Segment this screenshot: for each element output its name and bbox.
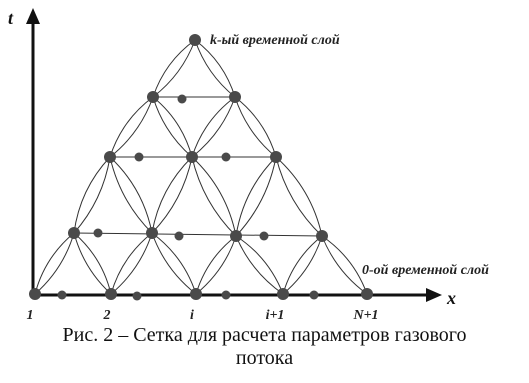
grid-arc bbox=[152, 96, 193, 158]
grid-node bbox=[146, 227, 158, 239]
grid-arc bbox=[235, 235, 284, 295]
grid-arc bbox=[151, 232, 197, 295]
grid-node bbox=[29, 288, 41, 300]
grid-arc bbox=[151, 156, 193, 234]
grid-arc bbox=[151, 156, 193, 234]
grid-midpoint-node bbox=[309, 290, 319, 300]
grid-arc bbox=[235, 156, 277, 237]
grid-arc bbox=[151, 232, 197, 295]
grid-lines bbox=[34, 39, 368, 295]
grid-node bbox=[186, 151, 198, 163]
grid-midpoint-node bbox=[174, 231, 184, 241]
grid-arc bbox=[152, 96, 193, 158]
grid-node bbox=[270, 151, 282, 163]
grid-node bbox=[277, 288, 289, 300]
grid-node bbox=[104, 151, 116, 163]
grid-node bbox=[229, 91, 241, 103]
grid-midpoint-node bbox=[177, 94, 187, 104]
grid-arc bbox=[152, 39, 196, 98]
grid-arc bbox=[234, 96, 277, 158]
grid-node bbox=[230, 230, 242, 242]
grid-arc bbox=[282, 235, 323, 295]
grid-node bbox=[189, 34, 201, 46]
grid-arc bbox=[275, 156, 323, 237]
x-tick-label-i-plus-1: i+1 bbox=[266, 308, 285, 323]
grid-arc bbox=[73, 232, 112, 295]
grid-arc bbox=[73, 232, 112, 295]
grid-arc bbox=[321, 235, 368, 295]
figure-caption: Рис. 2 – Сетка для расчета параметров га… bbox=[0, 324, 529, 370]
x-tick-label-i: i bbox=[190, 308, 194, 323]
grid-arc bbox=[321, 235, 368, 295]
caption-line-1: Рис. 2 – Сетка для расчета параметров га… bbox=[62, 324, 467, 346]
grid-midpoint-node bbox=[57, 290, 67, 300]
grid-arc bbox=[152, 39, 196, 98]
grid-node bbox=[190, 288, 202, 300]
grid-arc bbox=[110, 232, 153, 295]
grid-arc bbox=[109, 96, 154, 158]
grid-arc bbox=[194, 39, 236, 98]
grid-midpoint-node bbox=[132, 291, 142, 301]
grid-nodes bbox=[29, 34, 373, 301]
grid-node bbox=[105, 288, 117, 300]
grid-node bbox=[361, 288, 373, 300]
t-axis-arrowhead bbox=[26, 8, 40, 24]
x-axis-label: x bbox=[446, 288, 456, 308]
bottom-layer-label: 0-ой временной слой bbox=[362, 263, 489, 278]
grid-arc bbox=[235, 156, 277, 237]
x-tick-label-n-plus-1: N+1 bbox=[352, 308, 378, 323]
grid-arc bbox=[275, 156, 323, 237]
time-layer-line bbox=[73, 232, 323, 237]
grid-arc bbox=[109, 96, 154, 158]
x-tick-label-2: 2 bbox=[103, 308, 111, 323]
grid-midpoint-node bbox=[221, 152, 231, 162]
grid-arc bbox=[191, 156, 237, 237]
grid-arc bbox=[191, 96, 236, 158]
grid-arc bbox=[73, 156, 111, 234]
grid-midpoint-node bbox=[221, 290, 231, 300]
grid-arc bbox=[234, 96, 277, 158]
grid-arc bbox=[109, 156, 153, 234]
x-axis-arrowhead bbox=[426, 288, 442, 302]
grid-arc bbox=[195, 235, 237, 295]
grid-arc bbox=[235, 235, 284, 295]
x-tick-label-1: 1 bbox=[27, 308, 34, 323]
grid-midpoint-node bbox=[93, 228, 103, 238]
grid-node bbox=[68, 227, 80, 239]
t-axis-label: t bbox=[8, 8, 14, 28]
grid-arc bbox=[191, 96, 236, 158]
grid-arc bbox=[110, 232, 153, 295]
grid-arc bbox=[282, 235, 323, 295]
grid-midpoint-node bbox=[259, 231, 269, 241]
grid-node bbox=[147, 91, 159, 103]
grid-arc bbox=[34, 232, 75, 295]
grid-arc bbox=[195, 235, 237, 295]
top-layer-label: k-ый временной слой bbox=[210, 33, 340, 48]
grid-arc bbox=[194, 39, 236, 98]
grid-arc bbox=[34, 232, 75, 295]
grid-midpoint-node bbox=[134, 152, 144, 162]
axes bbox=[26, 8, 442, 302]
grid-arc bbox=[191, 156, 237, 237]
grid-node bbox=[316, 230, 328, 242]
grid-arc bbox=[73, 156, 111, 234]
caption-line-2: потока bbox=[235, 347, 294, 369]
grid-arc bbox=[109, 156, 153, 234]
